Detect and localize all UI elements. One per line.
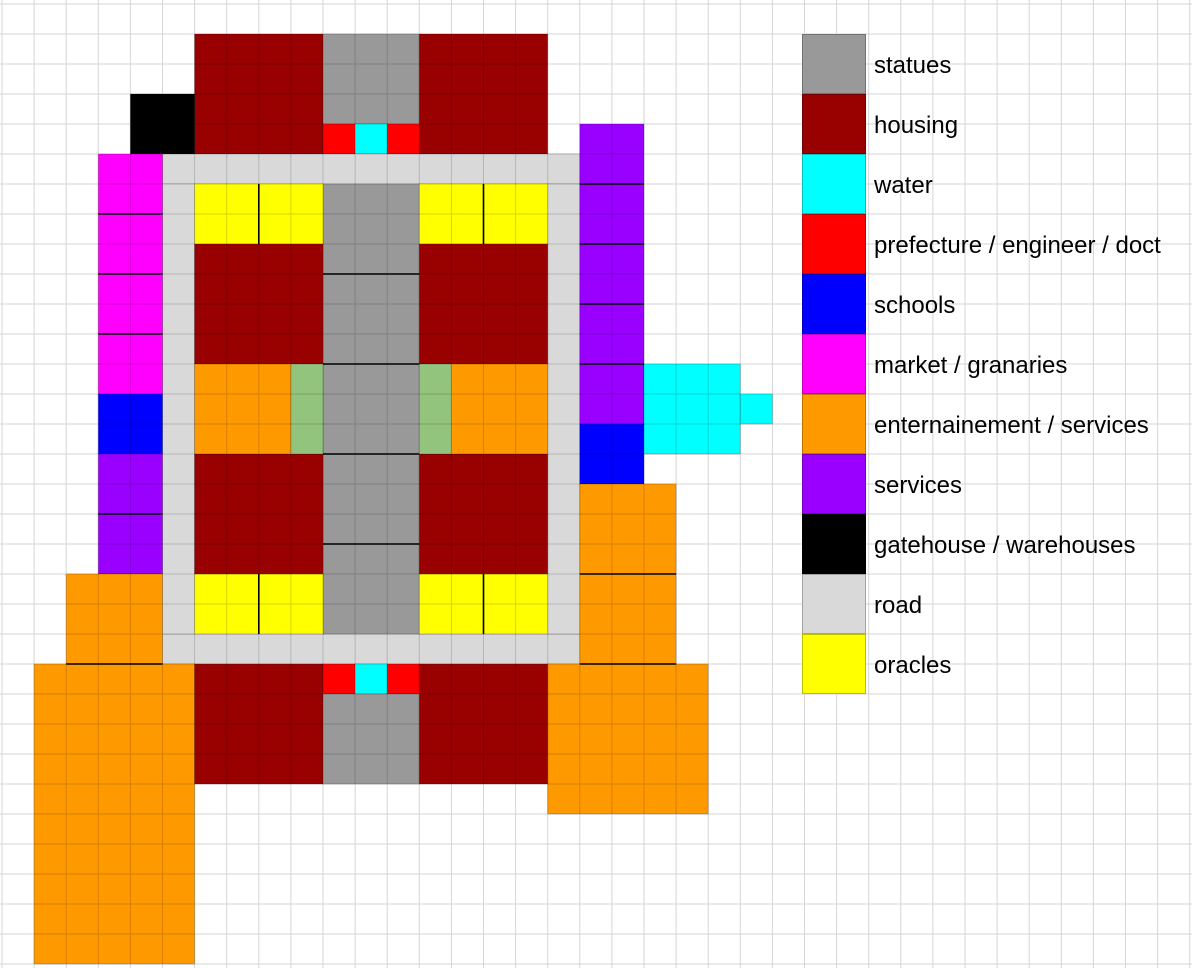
schools-zone-1 bbox=[97, 393, 163, 455]
legend-swatch-prefecture bbox=[802, 214, 866, 274]
housing-zone-1 bbox=[194, 33, 324, 155]
legend-swatch-schools bbox=[802, 274, 866, 334]
legend-item-entertainment: enternainement / services bbox=[802, 394, 1192, 454]
legend-label-services: services bbox=[874, 472, 963, 499]
water-zone-3 bbox=[739, 393, 773, 425]
legend-label-market: market / granaries bbox=[874, 352, 1068, 379]
legend-item-schools: schools bbox=[802, 274, 1192, 334]
legend-item-water: water bbox=[802, 154, 1192, 214]
prefecture-zone-2 bbox=[386, 123, 420, 155]
legend-item-market: market / granaries bbox=[802, 334, 1192, 394]
block-divider-lines bbox=[66, 183, 677, 665]
water-zone-1 bbox=[354, 123, 388, 155]
legend-item-statues: statues bbox=[802, 34, 1192, 94]
legend-swatch-oracles bbox=[802, 634, 866, 694]
legend-label-prefecture: prefecture / engineer / doct bbox=[874, 232, 1161, 259]
garden-zone-1 bbox=[290, 363, 324, 455]
legend-swatch-housing bbox=[802, 94, 866, 154]
entertainment-zone-1 bbox=[194, 363, 292, 455]
statues-zone-3 bbox=[322, 693, 420, 785]
entertainment-zone-4 bbox=[33, 663, 196, 965]
road-zone-1 bbox=[162, 153, 581, 185]
legend-label-statues: statues bbox=[874, 52, 952, 79]
housing-zone-4 bbox=[418, 243, 549, 365]
statues-zone-1 bbox=[322, 33, 420, 125]
garden-zone-2 bbox=[418, 363, 452, 455]
housing-zone-8 bbox=[418, 663, 549, 785]
entertainment-zone-3 bbox=[65, 573, 163, 665]
road-zone-4 bbox=[547, 183, 581, 635]
legend-label-gatehouse: gatehouse / warehouses bbox=[874, 532, 1136, 559]
legend-item-services: services bbox=[802, 454, 1192, 514]
prefecture-zone-3 bbox=[322, 663, 356, 695]
water-zone-2 bbox=[643, 363, 741, 455]
legend-label-schools: schools bbox=[874, 292, 956, 319]
legend-label-water: water bbox=[874, 172, 933, 199]
services-zone-2 bbox=[579, 123, 645, 425]
gatehouse-zone-1 bbox=[129, 93, 196, 155]
housing-zone-2 bbox=[418, 33, 549, 155]
legend-item-prefecture: prefecture / engineer / doct bbox=[802, 214, 1192, 274]
legend-label-road: road bbox=[874, 592, 923, 619]
entertainment-zone-2 bbox=[450, 363, 549, 455]
road-zone-3 bbox=[162, 183, 196, 635]
legend-item-oracles: oracles bbox=[802, 634, 1192, 694]
legend-label-oracles: oracles bbox=[874, 652, 952, 679]
housing-zone-7 bbox=[194, 663, 324, 785]
legend: statues housing water prefecture / engin… bbox=[802, 34, 1192, 694]
legend-swatch-statues bbox=[802, 34, 866, 94]
legend-swatch-water bbox=[802, 154, 866, 214]
housing-zone-6 bbox=[418, 453, 549, 575]
statues-zone-2 bbox=[322, 183, 420, 635]
legend-item-road: road bbox=[802, 574, 1192, 634]
legend-swatch-market bbox=[802, 334, 866, 394]
schools-zone-2 bbox=[579, 423, 645, 485]
legend-item-housing: housing bbox=[802, 94, 1192, 154]
prefecture-zone-1 bbox=[322, 123, 356, 155]
legend-item-gatehouse: gatehouse / warehouses bbox=[802, 514, 1192, 574]
legend-label-entertainment: enternainement / services bbox=[874, 412, 1149, 439]
legend-label-housing: housing bbox=[874, 112, 959, 139]
zone-blocks bbox=[33, 33, 773, 965]
housing-zone-3 bbox=[194, 243, 324, 365]
legend-swatch-services bbox=[802, 454, 866, 514]
legend-swatch-road bbox=[802, 574, 866, 634]
entertainment-zone-6 bbox=[547, 663, 709, 815]
legend-swatch-gatehouse bbox=[802, 514, 866, 574]
legend-swatch-entertainment bbox=[802, 394, 866, 454]
road-zone-2 bbox=[162, 633, 581, 665]
water-zone-4 bbox=[354, 663, 388, 695]
prefecture-zone-4 bbox=[386, 663, 420, 695]
housing-zone-5 bbox=[194, 453, 324, 575]
